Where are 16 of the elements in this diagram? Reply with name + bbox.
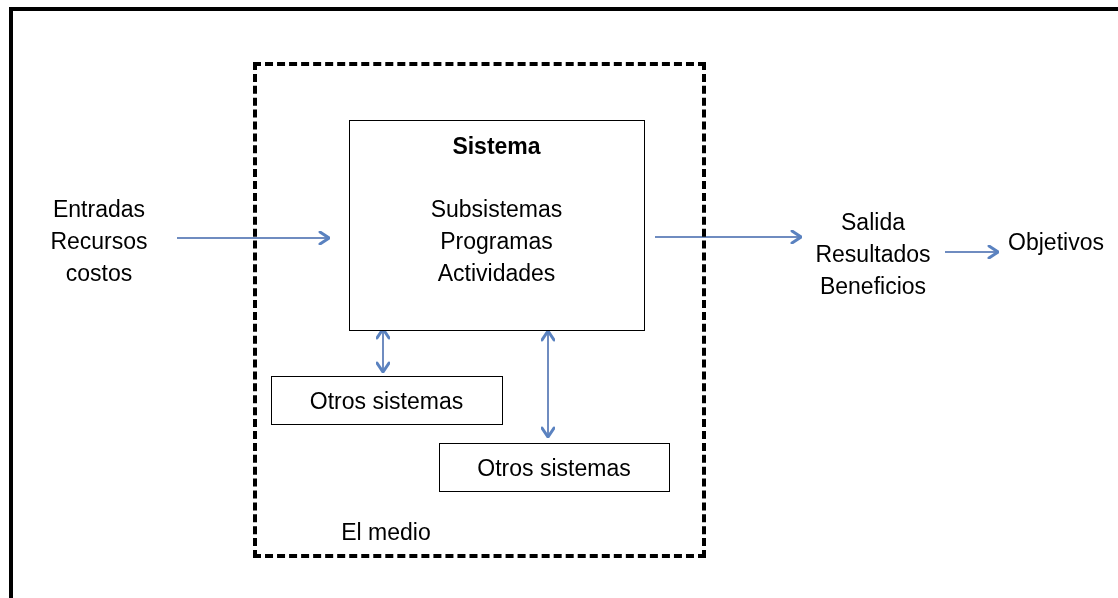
system-box bbox=[271, 376, 503, 425]
node-label: Otros sistemas bbox=[308, 386, 465, 416]
arrow bbox=[654, 229, 803, 245]
node-label: Otros sistemas bbox=[476, 453, 632, 483]
environment-boundary bbox=[253, 62, 706, 558]
objective-label: Objetivos bbox=[1007, 228, 1105, 257]
arrow bbox=[944, 244, 1000, 260]
environment-label: El medio bbox=[340, 518, 432, 547]
arrow bbox=[176, 230, 331, 246]
system-title: Sistema bbox=[451, 131, 542, 161]
output-label: Salida Resultados Beneficios bbox=[814, 208, 932, 301]
arrow bbox=[540, 329, 556, 439]
system-contents: Subsistemas Programas Actividades bbox=[429, 194, 564, 288]
input-label: Entradas Recursos costos bbox=[49, 195, 149, 288]
system-box bbox=[439, 443, 670, 492]
system-box bbox=[349, 120, 645, 331]
